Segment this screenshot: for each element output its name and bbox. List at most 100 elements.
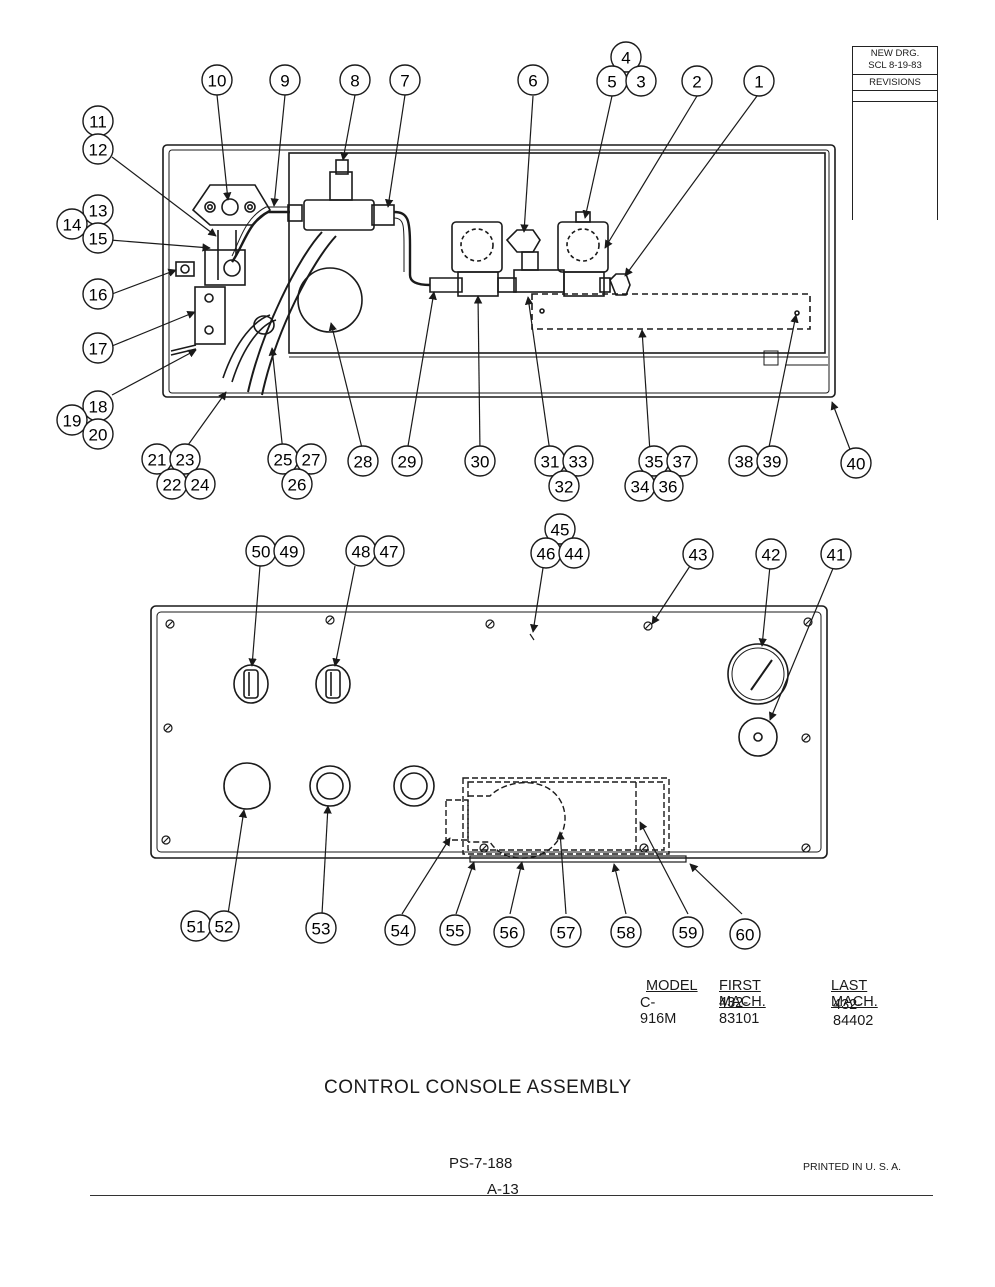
callout-1: 1 bbox=[743, 65, 775, 97]
revision-line-1: NEW DRG. bbox=[870, 48, 920, 59]
callout-3: 3 bbox=[625, 65, 657, 97]
svg-text:40: 40 bbox=[847, 455, 866, 474]
callout-55: 55 bbox=[439, 914, 471, 946]
svg-text:2: 2 bbox=[692, 73, 701, 92]
svg-text:45: 45 bbox=[551, 521, 570, 540]
svg-text:14: 14 bbox=[63, 216, 82, 235]
upper-housing-outer bbox=[162, 144, 836, 398]
revisions-label: REVISIONS bbox=[853, 75, 937, 91]
svg-text:12: 12 bbox=[89, 141, 108, 160]
callout-27: 27 bbox=[295, 443, 327, 475]
svg-text:6: 6 bbox=[528, 72, 537, 91]
callout-58: 58 bbox=[610, 916, 642, 948]
svg-text:37: 37 bbox=[673, 453, 692, 472]
nut-right bbox=[244, 201, 256, 213]
callout-43: 43 bbox=[682, 538, 714, 570]
callout-14: 14 bbox=[56, 208, 88, 240]
button-53 bbox=[309, 765, 351, 807]
svg-text:19: 19 bbox=[63, 412, 82, 431]
callout-9: 9 bbox=[269, 64, 301, 96]
callout-46: 46 bbox=[530, 537, 562, 569]
lower-leaders bbox=[227, 565, 835, 915]
svg-text:30: 30 bbox=[471, 453, 490, 472]
valve-block bbox=[204, 249, 246, 286]
svg-text:9: 9 bbox=[280, 72, 289, 91]
svg-text:44: 44 bbox=[565, 545, 584, 564]
last-mach-header: LAST MACH. bbox=[831, 978, 878, 1010]
footer-rule bbox=[90, 1195, 933, 1196]
gauge-flange bbox=[191, 184, 272, 226]
regulator-6 bbox=[505, 229, 541, 253]
callout-23: 23 bbox=[169, 443, 201, 475]
svg-text:8: 8 bbox=[350, 72, 359, 91]
first-mach-value: 432-83101 bbox=[719, 995, 760, 1027]
callout-4: 4 bbox=[610, 41, 642, 73]
svg-text:32: 32 bbox=[555, 478, 574, 497]
svg-text:24: 24 bbox=[191, 476, 210, 495]
callout-19: 19 bbox=[56, 404, 88, 436]
bottom-clip bbox=[763, 350, 779, 366]
svg-text:17: 17 bbox=[89, 340, 108, 359]
svg-text:35: 35 bbox=[645, 453, 664, 472]
svg-text:1: 1 bbox=[754, 73, 763, 92]
revision-block: NEW DRG. SCL 8-19-83 REVISIONS bbox=[852, 46, 938, 220]
nut-left bbox=[204, 201, 216, 213]
reservoir-28 bbox=[297, 267, 363, 333]
svg-text:27: 27 bbox=[302, 451, 321, 470]
callout-26: 26 bbox=[281, 468, 313, 500]
callout-7: 7 bbox=[389, 64, 421, 96]
button-53b bbox=[393, 765, 435, 807]
callout-11: 11 bbox=[82, 105, 114, 137]
svg-text:21: 21 bbox=[148, 451, 167, 470]
callout-30: 30 bbox=[464, 445, 496, 477]
callout-49: 49 bbox=[273, 535, 305, 567]
revision-line-2: SCL 8-19-83 bbox=[868, 60, 922, 71]
callout-41: 41 bbox=[820, 538, 852, 570]
svg-text:41: 41 bbox=[827, 546, 846, 565]
svg-text:13: 13 bbox=[89, 202, 108, 221]
pressure-gauge-42 bbox=[727, 643, 789, 705]
callout-59: 59 bbox=[672, 916, 704, 948]
svg-text:36: 36 bbox=[659, 478, 678, 497]
svg-text:10: 10 bbox=[208, 72, 227, 91]
printed-in-usa: PRINTED IN U. S. A. bbox=[803, 1161, 902, 1173]
callout-42: 42 bbox=[755, 538, 787, 570]
model-header: MODEL bbox=[646, 978, 698, 994]
callout-47: 47 bbox=[373, 535, 405, 567]
callout-12: 12 bbox=[82, 133, 114, 165]
callout-54: 54 bbox=[384, 914, 416, 946]
callout-45: 45 bbox=[544, 513, 576, 545]
page-number: A-13 bbox=[487, 1181, 519, 1198]
switch-49 bbox=[233, 664, 269, 704]
svg-text:42: 42 bbox=[762, 546, 781, 565]
hose-21 bbox=[222, 314, 277, 383]
svg-text:60: 60 bbox=[736, 926, 755, 945]
tee-fitting bbox=[303, 199, 375, 231]
callout-37: 37 bbox=[666, 445, 698, 477]
callout-28: 28 bbox=[347, 445, 379, 477]
callout-18: 18 bbox=[82, 390, 114, 422]
indicator-41 bbox=[738, 717, 778, 757]
svg-text:46: 46 bbox=[537, 545, 556, 564]
svg-text:15: 15 bbox=[89, 230, 108, 249]
lower-panel bbox=[150, 605, 828, 863]
callout-39: 39 bbox=[756, 445, 788, 477]
revision-header: NEW DRG. SCL 8-19-83 bbox=[853, 46, 937, 75]
callout-33: 33 bbox=[562, 445, 594, 477]
svg-text:3: 3 bbox=[636, 73, 645, 92]
callout-2: 2 bbox=[681, 65, 713, 97]
callout-17: 17 bbox=[82, 332, 114, 364]
callout-16: 16 bbox=[82, 278, 114, 310]
callout-24: 24 bbox=[184, 468, 216, 500]
terminal-strip-35 bbox=[531, 293, 811, 330]
svg-text:57: 57 bbox=[557, 924, 576, 943]
callout-21: 21 bbox=[141, 443, 173, 475]
svg-text:51: 51 bbox=[187, 918, 206, 937]
callout-31: 31 bbox=[534, 445, 566, 477]
bracket-17 bbox=[194, 286, 226, 345]
callout-57: 57 bbox=[550, 916, 582, 948]
svg-text:56: 56 bbox=[500, 924, 519, 943]
callout-32: 32 bbox=[548, 470, 580, 502]
svg-text:11: 11 bbox=[89, 113, 107, 132]
